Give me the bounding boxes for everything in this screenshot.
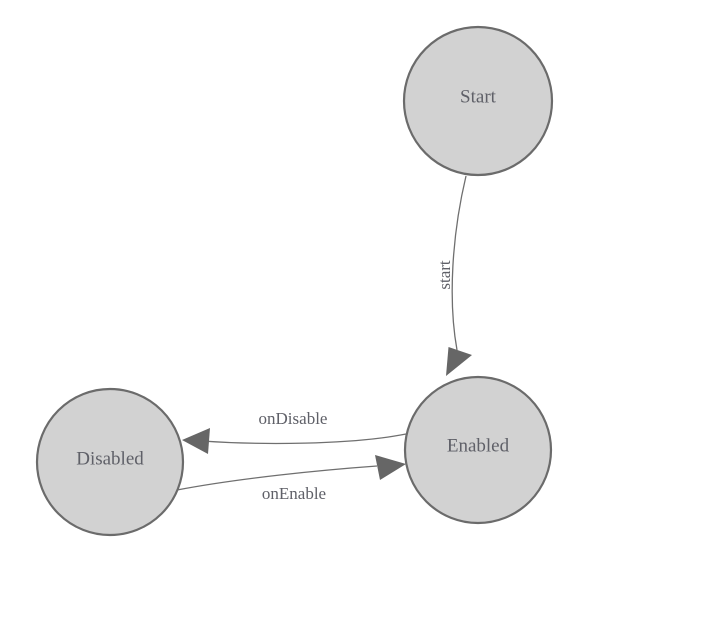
edge-enabled-to-disabled-arrowhead (182, 428, 210, 454)
node-start-circle (402, 25, 554, 177)
node-disabled-circle (35, 387, 185, 537)
node-start[interactable]: Start (402, 25, 554, 177)
edge-disabled-to-enabled[interactable]: onEnable (176, 455, 406, 503)
edge-start-to-enabled[interactable]: start (435, 175, 472, 376)
edge-disabled-to-enabled-arrowhead (375, 455, 406, 480)
edge-start-to-enabled-path (451, 175, 467, 351)
node-enabled-circle (403, 375, 553, 525)
edge-disabled-to-enabled-path (176, 465, 378, 491)
edge-start-to-enabled-arrowhead (446, 347, 472, 376)
node-enabled[interactable]: Enabled (403, 375, 553, 525)
edge-label-onenable: onEnable (262, 484, 326, 503)
node-start-label: Start (460, 86, 497, 107)
node-disabled[interactable]: Disabled (35, 387, 185, 537)
edge-label-ondisable: onDisable (259, 409, 328, 428)
edge-label-start: start (435, 260, 454, 290)
edge-enabled-to-disabled-path (201, 433, 407, 445)
edge-enabled-to-disabled[interactable]: onDisable (182, 409, 407, 454)
node-enabled-label: Enabled (447, 435, 510, 456)
node-disabled-label: Disabled (76, 448, 144, 469)
